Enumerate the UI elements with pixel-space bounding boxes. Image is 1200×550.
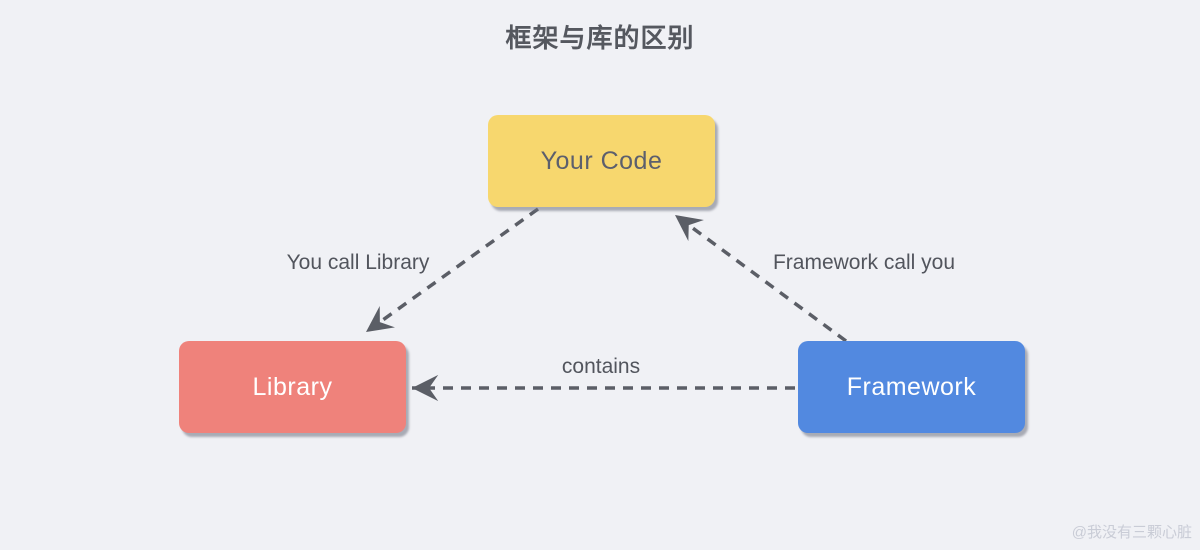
- edge-label-contains: contains: [561, 355, 641, 378]
- diagram-title: 框架与库的区别: [505, 23, 695, 53]
- node-your-code: Your Code: [488, 115, 715, 207]
- node-your-code-label: Your Code: [540, 146, 663, 175]
- node-framework: Framework: [798, 341, 1025, 433]
- node-framework-label: Framework: [846, 372, 977, 401]
- node-library: Library: [179, 341, 406, 433]
- edge-label-you-call-library: You call Library: [286, 251, 430, 274]
- edge-label-framework-call-you: Framework call you: [772, 251, 956, 274]
- node-library-label: Library: [252, 372, 333, 401]
- watermark: @我没有三颗心脏: [1071, 524, 1192, 541]
- edge-framework-call-you-arrow: [673, 213, 848, 343]
